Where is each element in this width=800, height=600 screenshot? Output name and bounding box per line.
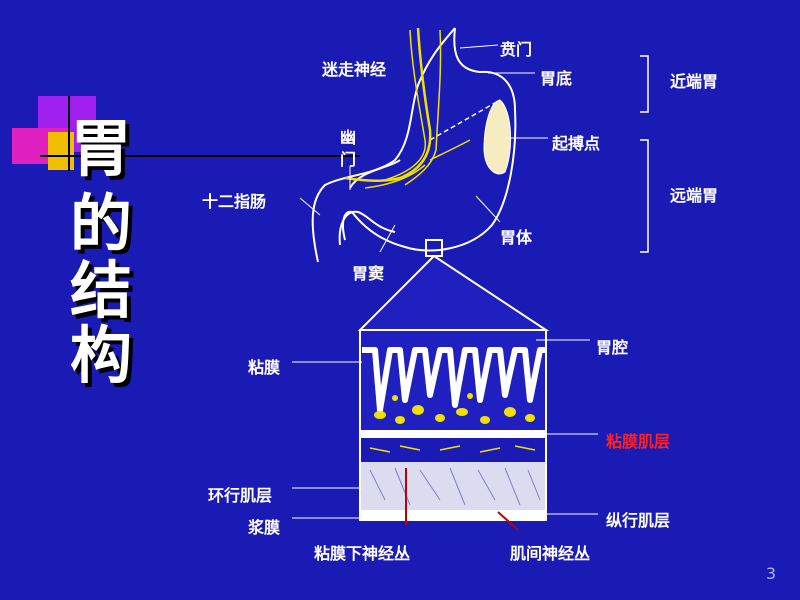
antrum-pointer — [379, 224, 396, 253]
label-pylorus-2: 门 — [340, 150, 357, 169]
pacemaker-region — [483, 99, 512, 175]
muscularis-mucosae-band — [361, 430, 545, 438]
label-body: 胃体 — [500, 228, 533, 247]
pacemaker-dash — [429, 99, 501, 141]
label-circular-muscle: 环行肌层 — [208, 486, 273, 505]
title-char-1: 胃 — [70, 112, 133, 185]
deco-line — [40, 155, 360, 157]
label-submucosal-plexus: 粘膜下神经丛 — [314, 544, 411, 563]
submucosa-band — [361, 438, 545, 462]
label-duodenum: 十二指肠 — [202, 192, 267, 211]
label-cardia: 贲门 — [500, 40, 533, 59]
vagus-nerve-4 — [429, 139, 471, 161]
label-distal: 远端胃 — [670, 186, 719, 205]
myenteric-plexus-line — [497, 511, 519, 531]
circular-muscle-pattern — [369, 467, 541, 506]
title-char-4: 构 — [70, 319, 133, 392]
label-muscularis-mucosae: 粘膜肌层 — [606, 432, 671, 451]
cardia-pointer — [459, 44, 499, 49]
label-antrum: 胃窦 — [352, 264, 385, 283]
sample-square — [425, 239, 443, 257]
circular-muscle-band — [361, 462, 545, 510]
vagus-nerve-3 — [404, 29, 442, 186]
title-char-3: 结 — [70, 254, 133, 327]
label-mucosa: 粘膜 — [248, 358, 281, 377]
stomach-inner-curve — [349, 159, 401, 189]
longitudinal-muscle-band — [361, 510, 545, 520]
label-lumen: 胃腔 — [596, 338, 629, 357]
label-serosa: 浆膜 — [248, 518, 281, 537]
mucosa-villi — [362, 347, 546, 413]
label-myenteric-plexus: 肌间神经丛 — [510, 544, 591, 563]
deco-vline — [68, 96, 70, 171]
page-number: 3 — [765, 564, 776, 583]
label-vagus: 迷走神经 — [322, 60, 387, 79]
title-char-2: 的 — [70, 187, 133, 260]
vagus-nerve-2 — [384, 29, 426, 181]
vagus-nerve-1 — [344, 27, 432, 182]
stomach-outline-outer — [311, 27, 517, 263]
submucosa-dashes — [369, 445, 536, 453]
label-pacemaker: 起搏点 — [552, 134, 601, 153]
proximal-bracket — [640, 55, 649, 113]
label-proximal: 近端胃 — [670, 72, 719, 91]
label-longitudinal-muscle: 纵行肌层 — [606, 511, 671, 530]
distal-bracket — [640, 139, 649, 253]
vagus-nerve-5 — [364, 164, 426, 189]
magnify-cone — [357, 254, 550, 331]
antrum-curve — [338, 210, 396, 246]
body-pointer — [475, 195, 501, 223]
gland-dots — [374, 393, 535, 424]
label-pylorus-1: 幽 — [340, 128, 357, 147]
label-fundus: 胃底 — [540, 69, 573, 88]
duodenum-pointer — [299, 197, 321, 216]
